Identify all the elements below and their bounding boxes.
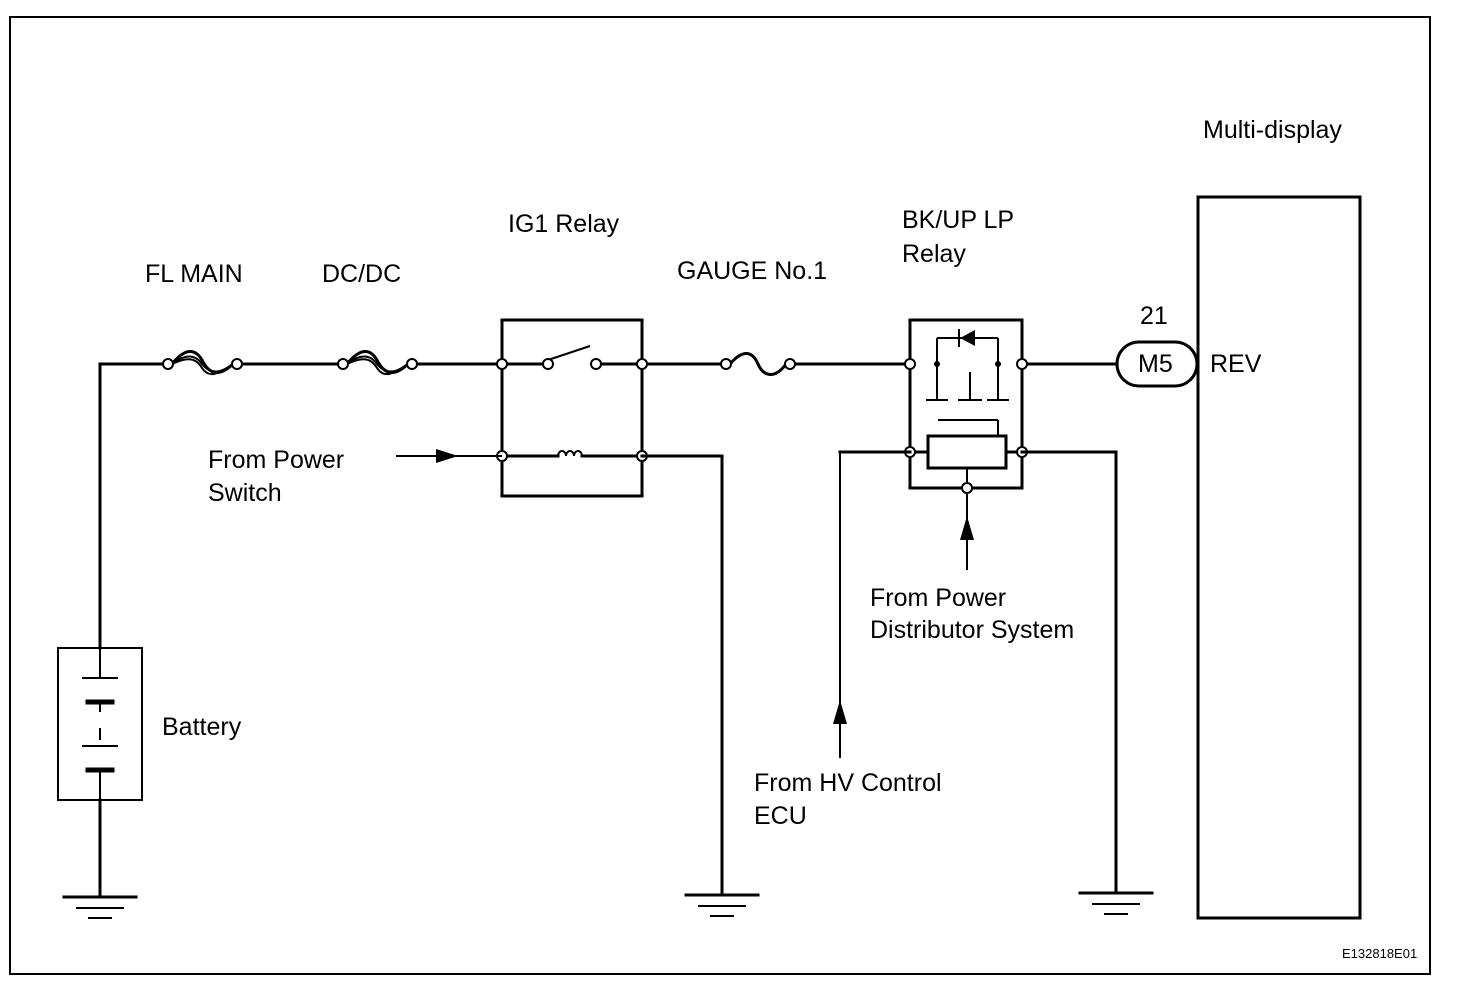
ig1-relay	[496, 318, 648, 498]
dcdc-label: DC/DC	[322, 260, 401, 288]
multi-display-box	[1196, 195, 1362, 920]
ig1-relay-label: IG1 Relay	[508, 210, 620, 238]
bkup-relay-label-line2: Relay	[902, 240, 966, 268]
battery-label: Battery	[162, 713, 242, 741]
gauge-fuse	[720, 352, 796, 376]
from-hv-control-wire	[833, 450, 912, 758]
from-hv-control-label-line1: From HV Control	[754, 769, 942, 797]
rev-terminal-label: REV	[1210, 350, 1262, 378]
battery-ground	[62, 798, 138, 919]
bkup-relay-ground	[1020, 450, 1154, 915]
from-power-switch-label-line1: From Power	[208, 446, 344, 474]
connector-label: M5	[1138, 350, 1173, 378]
from-power-distributor-label-line2: Distributor System	[870, 616, 1074, 644]
battery	[57, 647, 143, 801]
multi-display-label: Multi-display	[1203, 116, 1342, 144]
from-power-switch-arrow	[396, 449, 502, 463]
figure-code: E132818E01	[1342, 946, 1417, 961]
from-power-distributor-arrow	[960, 493, 974, 570]
from-power-distributor-label-line1: From Power	[870, 584, 1006, 612]
pin-number-label: 21	[1140, 302, 1168, 330]
bkup-lp-relay	[904, 318, 1028, 494]
fl-main-fusible-link	[162, 350, 243, 376]
ig1-relay-ground	[640, 454, 760, 917]
dcdc-fusible-link	[337, 350, 418, 376]
from-hv-control-label-line2: ECU	[754, 802, 807, 830]
gauge-label: GAUGE No.1	[677, 257, 827, 285]
diagram-frame	[9, 16, 1431, 975]
fl-main-label: FL MAIN	[145, 260, 243, 288]
bkup-relay-label-line1: BK/UP LP	[902, 206, 1014, 234]
main-supply-wire	[98, 362, 1119, 650]
from-power-switch-label-line2: Switch	[208, 479, 282, 507]
